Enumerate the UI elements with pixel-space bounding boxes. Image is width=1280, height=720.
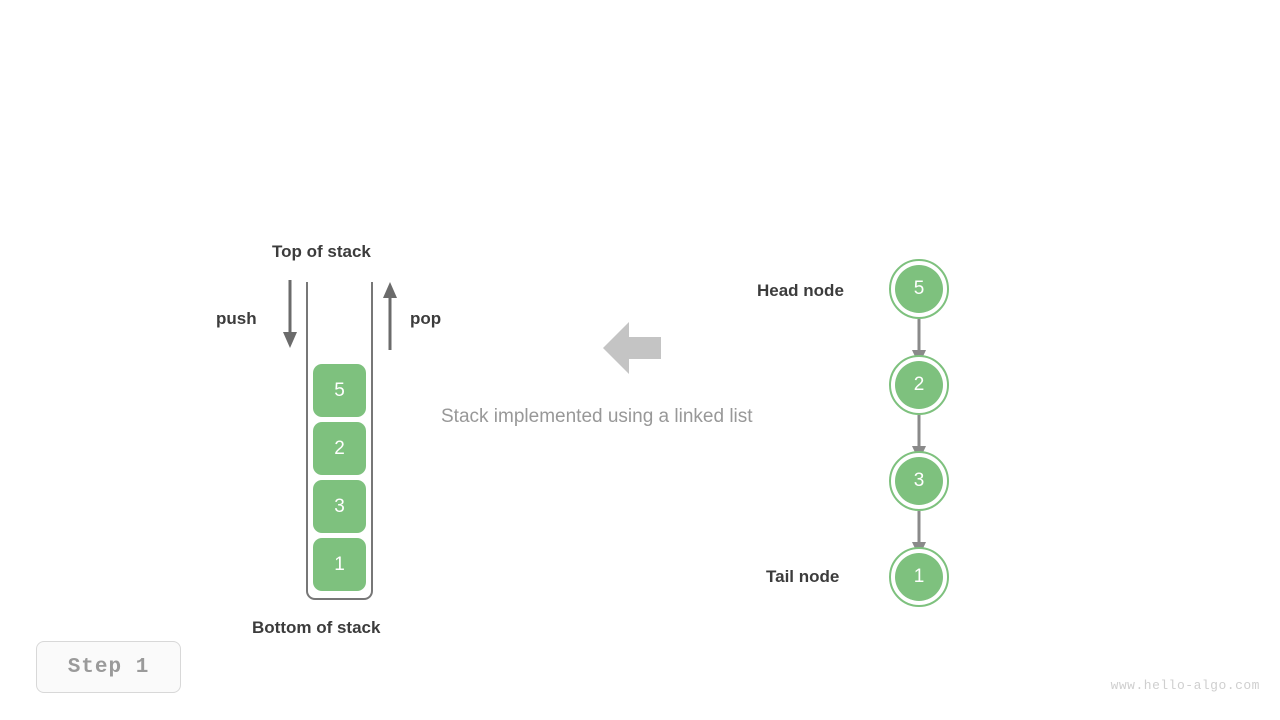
- tail-node-label: Tail node: [766, 567, 840, 586]
- linked-list-node-value: 1: [895, 553, 943, 601]
- head-node-label: Head node: [757, 281, 844, 300]
- stack-item: 5: [313, 364, 366, 417]
- push-arrow-down-icon: [283, 280, 297, 348]
- linked-list-node-value: 3: [895, 457, 943, 505]
- pop-label: pop: [410, 309, 442, 328]
- watermark-text: www.hello-algo.com: [1110, 678, 1260, 693]
- stack-item-value: 1: [334, 553, 345, 575]
- stack-item-value: 3: [334, 495, 345, 517]
- linked-list-node-value: 5: [895, 265, 943, 313]
- linked-list-node-value: 2: [895, 361, 943, 409]
- stack-item: 1: [313, 538, 366, 591]
- stack-item-value: 5: [334, 379, 345, 401]
- linked-list-node: 5: [889, 259, 949, 319]
- pop-arrow-up-icon: [383, 282, 397, 350]
- caption-text: Stack implemented using a linked list: [441, 406, 753, 427]
- stack-container: [306, 282, 373, 600]
- step-badge: Step 1: [36, 641, 181, 693]
- stack-item-value: 2: [334, 437, 345, 459]
- push-label: push: [216, 309, 257, 328]
- stack-item: 3: [313, 480, 366, 533]
- linked-list-node: 2: [889, 355, 949, 415]
- top-of-stack-label: Top of stack: [272, 242, 371, 261]
- bottom-of-stack-label: Bottom of stack: [252, 618, 381, 637]
- linked-list-node: 1: [889, 547, 949, 607]
- transform-arrow-left-icon: [603, 322, 661, 374]
- linked-list-node: 3: [889, 451, 949, 511]
- stack-item: 2: [313, 422, 366, 475]
- step-badge-label: Step 1: [67, 655, 150, 679]
